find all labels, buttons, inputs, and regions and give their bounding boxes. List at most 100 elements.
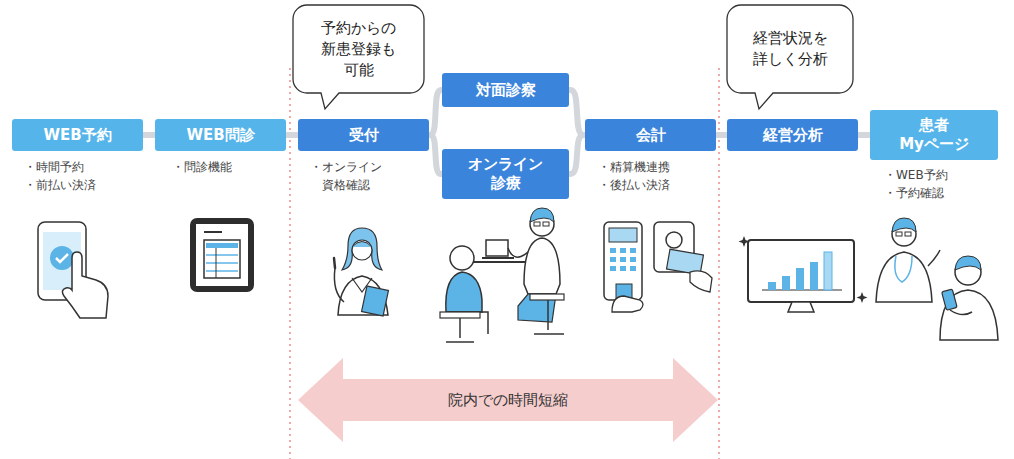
tablet-illustration-part: [206, 270, 238, 272]
consultation-illustration-part: [524, 238, 560, 294]
payment-illustration-part: [620, 248, 626, 253]
receptionist-illustration-part: [352, 240, 372, 260]
flow-connector: [569, 90, 585, 135]
speech-bubble: 予約からの 新患登録も 可能: [293, 5, 424, 109]
process-box: オンライン 診療: [442, 149, 569, 199]
payment-illustration-part: [630, 248, 636, 253]
phone-illustration-part: [50, 246, 74, 270]
consultation-illustration-part: [534, 333, 564, 335]
consultation-illustration-part: [482, 257, 514, 259]
monitor-illustration-part: [810, 262, 818, 290]
monitor-illustration-part: [748, 240, 854, 302]
monitor-illustration-part: [739, 236, 750, 247]
payment-illustration-part: [612, 296, 643, 312]
tablet-illustration-part: [204, 240, 240, 278]
process-box: 対面診察: [442, 73, 569, 107]
mypage-illustration-part: [928, 250, 940, 266]
receptionist-illustration-part: [362, 286, 389, 316]
tablet-illustration-part: [206, 243, 238, 248]
phone-illustration-part: [56, 254, 68, 262]
payment-illustration-part: [630, 266, 636, 271]
receptionist-illustration-part: [352, 242, 372, 248]
mypage-illustration-part: [892, 218, 916, 232]
monitor-illustration: [739, 236, 868, 312]
consultation-illustration-part: [459, 318, 461, 338]
consultation-illustration-part: [486, 240, 508, 256]
mypage-illustration-part: [940, 290, 998, 340]
node-text: 院内での時間短縮: [448, 391, 568, 410]
payment-illustration-part: [610, 248, 616, 253]
mypage-illustration-part: [955, 256, 981, 270]
process-box: 会計: [585, 119, 716, 151]
receptionist-illustration-part: [342, 228, 382, 270]
feature-note: ・後払い決済: [598, 176, 670, 194]
monitor-illustration-part: [788, 302, 814, 312]
bubble-outline-path: [293, 5, 424, 109]
receptionist-illustration-part: [334, 268, 344, 302]
tablet-illustration-part: [206, 254, 238, 256]
tablet-illustration-part: [190, 218, 254, 292]
payment-illustration-part: [630, 257, 636, 262]
phone-illustration-part: [62, 252, 108, 318]
mypage-illustration-part: [942, 289, 958, 310]
tablet-illustration-part: [196, 224, 248, 286]
process-box: 患者 Myページ: [870, 110, 998, 160]
node-text: 患者 Myページ: [887, 116, 982, 154]
flow-connector: [858, 132, 870, 138]
consultation-illustration: [440, 208, 564, 342]
process-box: 経営分析: [727, 119, 858, 151]
monitor-illustration-part: [782, 276, 790, 290]
divider-lines: [290, 68, 719, 459]
feature-note: ・WEB予約: [884, 166, 948, 184]
monitor-illustration-part: [796, 268, 804, 290]
payment-illustration-part: [604, 222, 642, 300]
feature-note: ・予約確認: [884, 184, 944, 202]
phone-illustration: [38, 222, 108, 318]
consultation-illustration-part: [543, 222, 549, 226]
node-text: 経営分析: [763, 126, 823, 145]
node-text: 対面診察: [476, 81, 536, 100]
tablet-illustration-part: [204, 231, 222, 233]
node-text: 受付: [349, 126, 379, 145]
receptionist-illustration-part: [334, 258, 335, 268]
payment-illustration-part: [610, 266, 616, 271]
feature-note: ・時間予約: [24, 158, 84, 176]
consultation-illustration-part: [508, 248, 528, 257]
process-box: WEB予約: [12, 119, 143, 151]
consultation-illustration-part: [534, 222, 540, 226]
monitor-illustration-part: [824, 252, 832, 290]
payment-illustration-part: [620, 266, 626, 271]
arrow-band: 院内での時間短縮: [298, 358, 718, 442]
flow-connector: [429, 135, 442, 174]
payment-illustration-part: [666, 232, 682, 248]
consultation-illustration-part: [446, 272, 482, 312]
node-text: WEB問診: [186, 126, 254, 145]
mypage-illustration-part: [895, 256, 912, 282]
feature-note: ・精算機連携: [598, 158, 670, 176]
payment-illustration-part: [620, 257, 626, 262]
feature-note: ・前払い決済: [24, 176, 96, 194]
process-box: 受付: [298, 119, 429, 151]
flow-connector: [716, 132, 727, 138]
payment-illustration-part: [690, 271, 712, 292]
monitor-illustration-part: [768, 282, 776, 290]
tablet-illustration-part: [206, 262, 238, 264]
mypage-illustration-part: [896, 232, 902, 236]
node-text: オンライン 診療: [464, 155, 548, 193]
consultation-illustration-part: [446, 341, 474, 343]
payment-illustration-part: [609, 228, 637, 242]
flow-connector: [286, 132, 298, 138]
payment-illustration-part: [610, 257, 616, 262]
node-text: WEB予約: [43, 126, 111, 145]
divider-lines-part: [289, 68, 291, 459]
flow-connector: [569, 135, 585, 174]
feature-note: ・問診機能: [172, 158, 232, 176]
divider-lines-part: [718, 68, 720, 459]
mypage-illustration-part: [876, 252, 932, 302]
monitor-illustration-part: [857, 292, 868, 303]
flow-connector: [429, 90, 442, 135]
payment-illustration: [604, 222, 712, 312]
process-box: WEB問診: [155, 119, 286, 151]
mypage-illustration-part: [905, 232, 911, 236]
